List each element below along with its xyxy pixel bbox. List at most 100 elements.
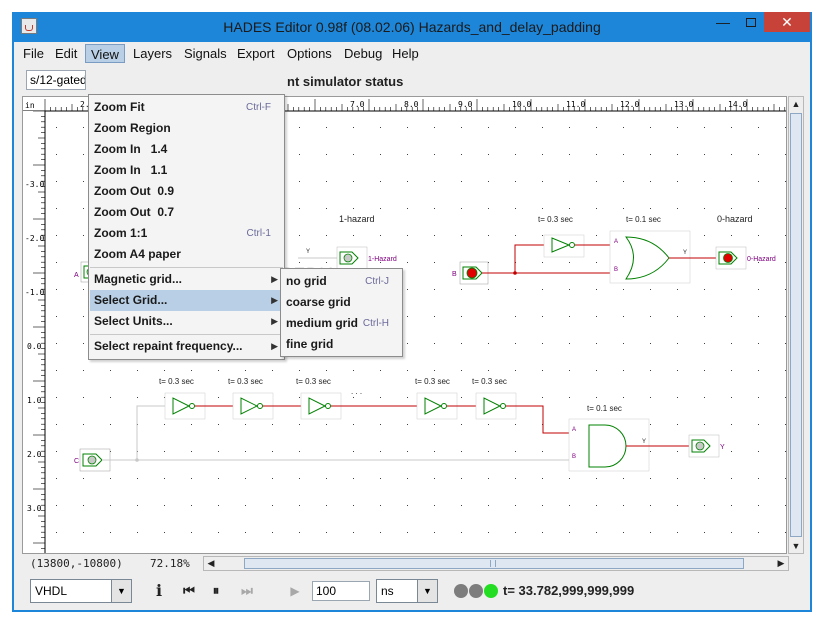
and-gate[interactable] [588,424,627,468]
inverter-bubble [189,403,195,409]
inverter-gate[interactable] [172,397,191,415]
grid-dot [407,505,408,506]
scroll-left-icon[interactable]: ◀ [207,558,215,568]
menu-item-zoom-in-1-1[interactable]: Zoom In 1.1 [90,160,283,181]
close-button[interactable]: ✕ [764,12,810,32]
grid-dot [488,370,489,371]
chevron-down-icon[interactable]: ▼ [417,580,437,602]
menu-layers[interactable]: Layers [133,46,173,61]
play-button[interactable]: ▶ [290,584,300,598]
info-button[interactable]: i [155,581,163,600]
language-value: VHDL [35,584,68,598]
chevron-down-icon[interactable]: ▼ [111,580,131,602]
pin-label: Y [306,249,310,255]
horizontal-scroll-thumb[interactable] [244,558,744,569]
grid-dot [731,451,732,452]
minimize-button[interactable]: — [716,14,730,30]
scroll-up-icon[interactable]: ▲ [791,99,801,109]
grid-dot [785,208,786,209]
ruler-label: 9.0 [458,100,473,109]
pause-button[interactable]: ⏸ [212,583,220,598]
time-unit-select[interactable]: ns ▼ [376,579,438,603]
grid-dot [650,505,651,506]
grid-dot [326,262,327,263]
menu-item-label: Zoom A4 paper [94,247,181,261]
inverter-bubble [257,403,263,409]
menu-item-label: Select repaint frequency... [94,339,243,353]
menu-item-repaint-frequency[interactable]: Select repaint frequency...▶ [90,336,283,357]
language-select[interactable]: VHDL ▼ [30,579,132,603]
ellipsis: . . . [351,387,362,396]
grid-dot [488,424,489,425]
menu-view[interactable]: View [85,44,125,63]
inverter-gate[interactable] [424,397,443,415]
grid-dot [704,181,705,182]
grid-dot [569,289,570,290]
grid-dot [326,505,327,506]
inverter-gate[interactable] [551,237,571,253]
grid-dot [596,208,597,209]
grid-dot [623,289,624,290]
inverter-bubble [441,403,447,409]
menu-export[interactable]: Export [237,46,275,61]
grid-dot [461,505,462,506]
grid-dot [164,424,165,425]
menu-signals[interactable]: Signals [184,46,227,61]
inverter-gate[interactable] [308,397,327,415]
inverter-gate[interactable] [483,397,502,415]
grid-dot [569,343,570,344]
menu-edit[interactable]: Edit [55,46,78,61]
menu-item-zoom-out-0-9[interactable]: Zoom Out 0.9 [90,181,283,202]
design-path-field[interactable]: s/12-gated [26,70,86,90]
menu-item-fine-grid[interactable]: fine grid [282,334,401,355]
menu-item-label: Magnetic grid... [94,272,183,286]
menu-item-coarse-grid[interactable]: coarse grid [282,292,401,313]
fast-forward-button[interactable]: ⏭ [241,583,253,598]
scroll-down-icon[interactable]: ▼ [791,541,801,551]
grid-dot [407,235,408,236]
menu-item-zoom-a4[interactable]: Zoom A4 paper [90,244,283,265]
wire [102,405,168,461]
grid-dot [137,478,138,479]
menu-item-zoom-out-0-7[interactable]: Zoom Out 0.7 [90,202,283,223]
menu-item-magnetic-grid[interactable]: Magnetic grid...▶ [90,269,283,290]
java-app-icon[interactable] [21,18,37,34]
rewind-button[interactable]: ⏮ [183,583,195,598]
vertical-scrollbar[interactable]: ▲ ▼ [788,96,804,554]
menu-help[interactable]: Help [392,46,419,61]
grid-dot [326,154,327,155]
grid-dot [677,343,678,344]
menu-item-zoom-region[interactable]: Zoom Region [90,118,283,139]
delay-chain-circuit[interactable]: t= 0.3 sec t= 0.3 sec t= 0.3 sec t= 0.3 … [74,377,725,472]
vertical-scroll-thumb[interactable] [790,113,802,537]
maximize-button[interactable] [737,12,764,32]
scroll-right-icon[interactable]: ▶ [777,558,785,568]
grid-dot [380,505,381,506]
menu-item-zoom-in-1-4[interactable]: Zoom In 1.4 [90,139,283,160]
ruler-ticks-vertical [33,110,45,549]
grid-dot [218,478,219,479]
grid-dot [137,370,138,371]
or-gate[interactable] [625,236,670,280]
grid-dot [461,397,462,398]
menu-item-select-grid[interactable]: Select Grid...▶ [90,290,283,311]
horizontal-scrollbar[interactable]: ◀ ▶ [203,556,789,571]
zero-hazard-circuit[interactable]: 0-hazard t= 0.3 sec t= 0.1 sec B [452,214,776,285]
submenu-arrow-icon: ▶ [271,295,278,305]
grid-dot [650,370,651,371]
menu-file[interactable]: File [23,46,44,61]
title-bar[interactable]: HADES Editor 0.98f (08.02.06) Hazards_an… [12,12,812,42]
inverter-gate[interactable] [240,397,259,415]
grid-dot [488,181,489,182]
menu-item-select-units[interactable]: Select Units...▶ [90,311,283,332]
menu-options[interactable]: Options [287,46,332,61]
grid-dot [299,505,300,506]
grip-icon [490,560,496,567]
menu-debug[interactable]: Debug [344,46,383,61]
step-time-input[interactable]: 100 [312,581,370,601]
grid-dot [461,424,462,425]
